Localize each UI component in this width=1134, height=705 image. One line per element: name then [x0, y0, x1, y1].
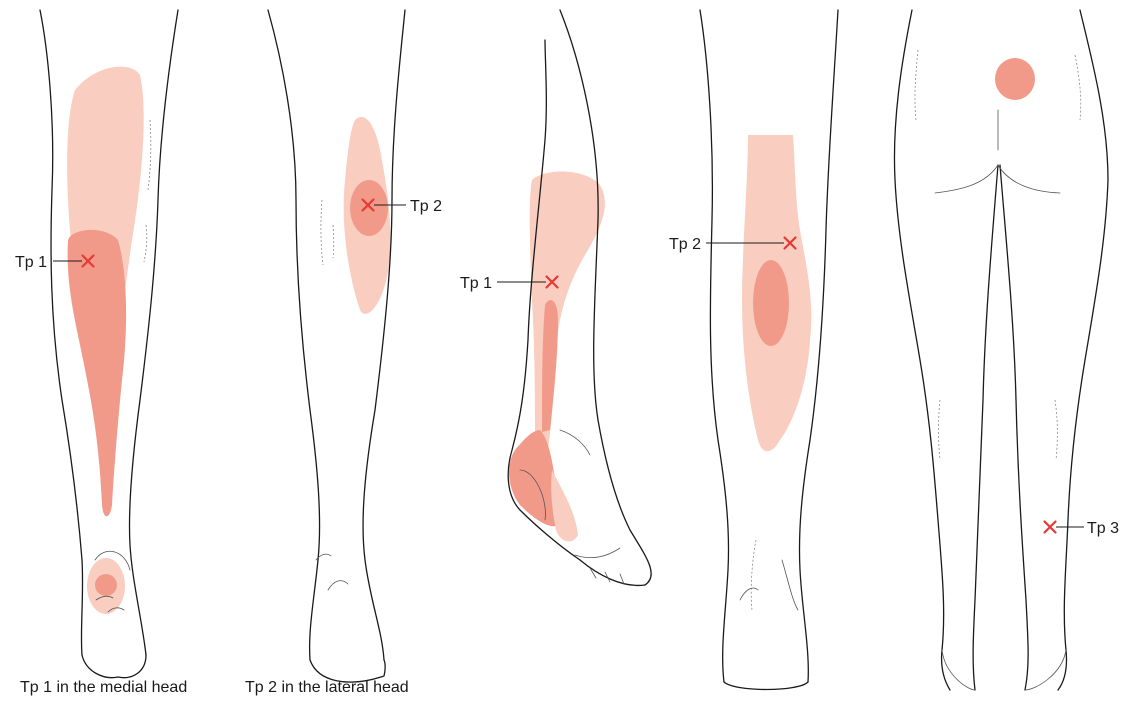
body-outline-left: [894, 10, 950, 690]
referral-zone-dark: [68, 230, 127, 516]
foot-outline: [82, 655, 146, 678]
tp-label: Tp 2: [669, 236, 701, 253]
body-outline-right: [1058, 10, 1108, 690]
leg-outline-right: [363, 10, 405, 660]
panel-medial-head: Tp 1 Tp 1 in the medial head: [15, 10, 187, 696]
tp-label: Tp 3: [1087, 520, 1119, 537]
caption-medial-head: Tp 1 in the medial head: [20, 679, 187, 696]
panel-back-view: Tp 3: [894, 10, 1119, 690]
inner-leg-right: [1000, 165, 1028, 690]
tp-label: Tp 1: [15, 254, 47, 271]
referral-zone-dark: [995, 58, 1035, 100]
referral-zone-dark: [542, 300, 558, 432]
panel-front-view: Tp 2: [669, 10, 838, 690]
foot-sole: [580, 560, 645, 585]
panel-lateral-head: Tp 2 Tp 2 in the lateral head: [245, 10, 442, 696]
panel-side-view: Tp 1: [460, 10, 651, 585]
leg-outline-left: [268, 10, 320, 660]
referral-zone-dark: [753, 260, 789, 346]
caption-lateral-head: Tp 2 in the lateral head: [245, 679, 409, 696]
tp-label: Tp 2: [410, 198, 442, 215]
foot-outline: [724, 682, 808, 690]
inner-leg-left: [973, 165, 998, 690]
tp-label: Tp 1: [460, 275, 492, 292]
heel-referral-dark: [95, 574, 117, 596]
referral-zone-dark: [350, 180, 388, 236]
foot-right: [1025, 650, 1066, 690]
heel-referral-light: [551, 470, 578, 541]
leg-outline-back: [560, 10, 651, 585]
leg-outline-left: [700, 10, 729, 682]
referral-zone-light: [530, 172, 605, 450]
trigger-point-cross: [1045, 522, 1056, 533]
